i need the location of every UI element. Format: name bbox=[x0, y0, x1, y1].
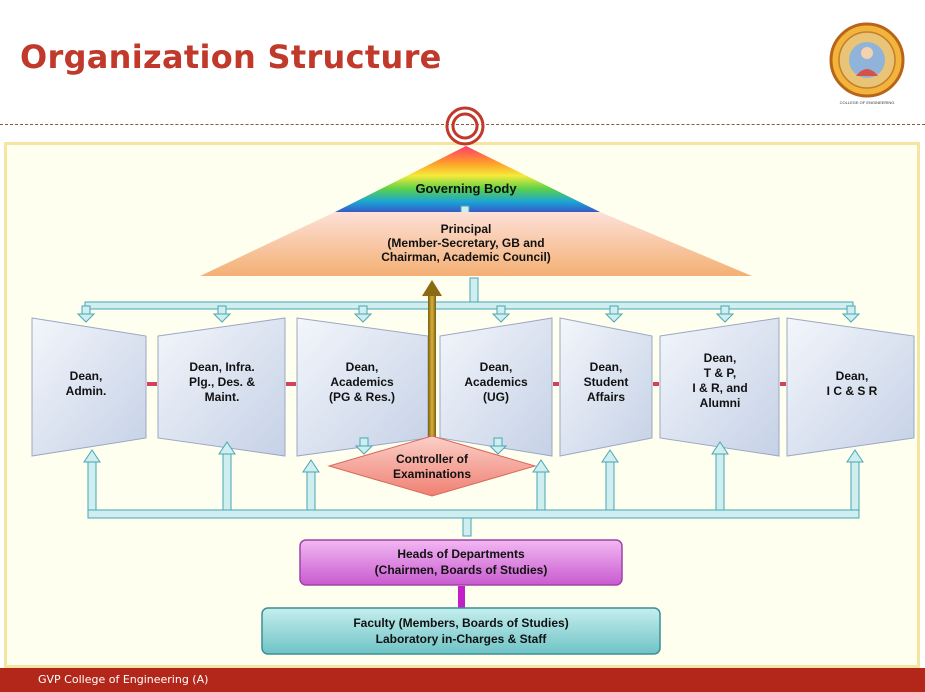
hods-faculty-arrow bbox=[458, 586, 465, 608]
bottom-connector-bar bbox=[87, 509, 860, 519]
hanger-ring-inner bbox=[451, 112, 479, 140]
dean-infra-label-3: Maint. bbox=[205, 390, 240, 404]
dean-icsr-shape bbox=[786, 317, 915, 457]
hods-label-2: (Chairmen, Boards of Studies) bbox=[375, 563, 548, 577]
dean-icsr-label-2: I C & S R bbox=[827, 384, 878, 398]
dean-academics-ug-shape bbox=[439, 317, 553, 457]
page-title: Organization Structure bbox=[20, 38, 442, 76]
dean-academics-pg-label-1: Dean, bbox=[346, 360, 379, 374]
footer-text: GVP College of Engineering (A) bbox=[38, 673, 209, 686]
dean-academics-pg-label-3: (PG & Res.) bbox=[329, 390, 395, 404]
dean-tp-label-4: Alumni bbox=[700, 396, 741, 410]
principal-label-2: (Member-Secretary, GB and bbox=[387, 236, 544, 250]
dean-student-affairs-label-2: Student bbox=[584, 375, 629, 389]
top-connector-bar bbox=[84, 301, 854, 310]
hods-box bbox=[299, 539, 623, 586]
dean-links bbox=[147, 382, 786, 386]
dean-student-affairs-label-1: Dean, bbox=[590, 360, 623, 374]
hods-label-1: Heads of Departments bbox=[397, 547, 525, 561]
dean-tp-shape bbox=[659, 317, 780, 457]
footer-bar: GVP College of Engineering (A) bbox=[0, 668, 925, 692]
dean-down-arrows bbox=[76, 305, 861, 323]
academics-to-controller-arrows bbox=[354, 437, 508, 455]
controller-label-2: Examinations bbox=[393, 467, 471, 481]
hanger-ring-outer bbox=[445, 106, 485, 146]
faculty-label-1: Faculty (Members, Boards of Studies) bbox=[353, 616, 568, 630]
dean-academics-ug-label-3: (UG) bbox=[483, 390, 509, 404]
principal-controller-arrow bbox=[428, 294, 436, 438]
college-logo bbox=[829, 22, 905, 98]
dean-up-arrows bbox=[83, 441, 864, 511]
dean-infra-label-1: Dean, Infra. bbox=[189, 360, 254, 374]
dean-infra-label-2: Plg., Des. & bbox=[189, 375, 255, 389]
dean-tp-label-3: I & R, and bbox=[692, 381, 747, 395]
bar-to-hods-connector bbox=[462, 517, 472, 537]
governing-body-label: Governing Body bbox=[415, 181, 517, 196]
principal-to-bar-connector bbox=[469, 277, 479, 303]
faculty-label-2: Laboratory in-Charges & Staff bbox=[376, 632, 548, 646]
dean-admin-label-2: Admin. bbox=[66, 384, 107, 398]
principal-label-3: Chairman, Academic Council) bbox=[381, 250, 551, 264]
dean-admin-label-1: Dean, bbox=[70, 369, 103, 383]
controller-shape bbox=[327, 435, 537, 497]
principal-label-1: Principal bbox=[441, 222, 492, 236]
dean-student-affairs-label-3: Affairs bbox=[587, 390, 625, 404]
dean-academics-ug-label-1: Dean, bbox=[480, 360, 513, 374]
logo-caption: COLLEGE OF ENGINEERING bbox=[839, 100, 895, 105]
dean-icsr-label-1: Dean, bbox=[836, 369, 869, 383]
governing-body-shape bbox=[335, 146, 600, 212]
dean-student-affairs-shape bbox=[559, 317, 653, 457]
dean-infra-shape bbox=[157, 317, 286, 457]
controller-label-1: Controller of bbox=[396, 452, 469, 466]
header-divider bbox=[0, 124, 925, 125]
gold-arrow-head bbox=[422, 280, 442, 296]
dean-tp-label-1: Dean, bbox=[704, 351, 737, 365]
dean-tp-label-2: T & P, bbox=[704, 366, 736, 380]
principal-shape bbox=[200, 212, 752, 276]
dean-admin-shape bbox=[31, 317, 147, 457]
dean-academics-ug-label-2: Academics bbox=[464, 375, 528, 389]
faculty-box bbox=[261, 607, 661, 655]
dean-academics-pg-label-2: Academics bbox=[330, 375, 394, 389]
